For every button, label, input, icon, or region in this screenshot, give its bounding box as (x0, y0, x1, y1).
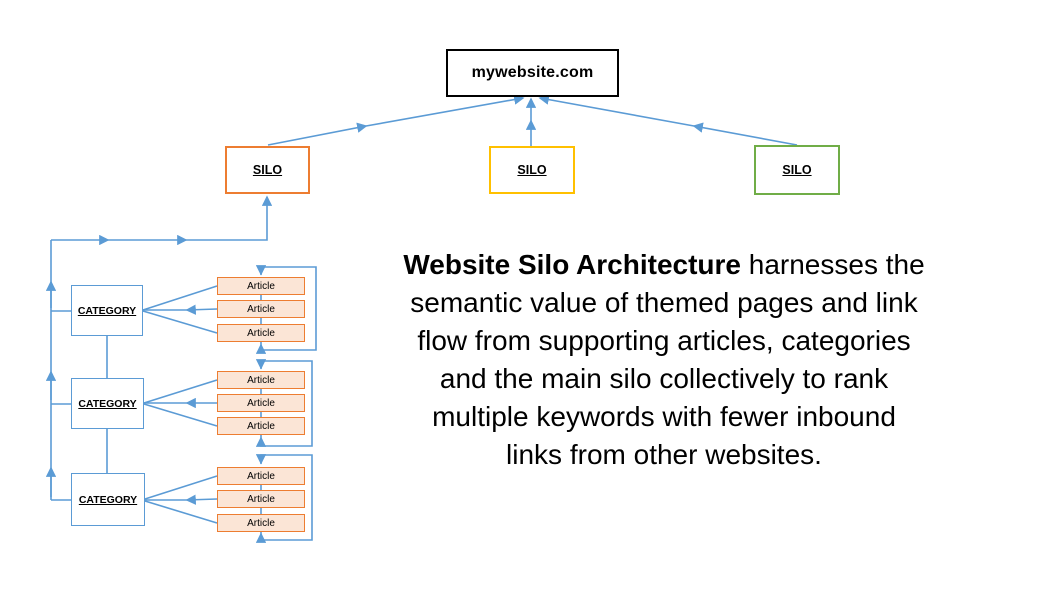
article-label: Article (247, 470, 275, 482)
article-node: Article (217, 394, 305, 412)
category-label-1: CATEGORY (77, 304, 137, 317)
silo-to-website-arrows (267, 94, 798, 146)
article-node: Article (217, 514, 305, 532)
article-node: Article (217, 371, 305, 389)
category-label-3: CATEGORY (78, 493, 138, 506)
article-node: Article (217, 467, 305, 485)
article-label: Article (247, 397, 275, 409)
silo-label-3: SILO (782, 163, 812, 177)
description-line: multiple keywords with fewer inbound (432, 401, 896, 432)
article-label: Article (247, 374, 275, 386)
description-line: and the main silo collectively to rank (439, 363, 889, 394)
category-node-2: CATEGORY (71, 378, 144, 429)
description-line: Website Silo Architecture harnesses the (403, 249, 925, 280)
description-text: Website Silo Architecture harnesses the … (384, 246, 944, 474)
silo-label-2: SILO (517, 163, 547, 177)
article-node: Article (217, 490, 305, 508)
website-label: mywebsite.com (471, 64, 594, 81)
silo-node-1: SILO (225, 146, 310, 194)
article-label: Article (247, 280, 275, 292)
article-loop-links (255, 265, 317, 543)
description-line: semantic value of themed pages and link (410, 287, 918, 318)
description-bold-phrase: Website Silo Architecture (403, 249, 741, 280)
article-to-category-arrows (142, 285, 218, 524)
category-node-1: CATEGORY (71, 285, 143, 336)
article-node: Article (217, 277, 305, 295)
article-node: Article (217, 300, 305, 318)
silo-node-3: SILO (754, 145, 840, 195)
silo-label-1: SILO (252, 163, 283, 177)
category-rail-to-silo (45, 195, 273, 501)
article-label: Article (247, 303, 275, 315)
article-node: Article (217, 417, 305, 435)
article-label: Article (247, 493, 275, 505)
article-label: Article (247, 327, 275, 339)
website-node: mywebsite.com (446, 49, 619, 97)
silo-node-2: SILO (489, 146, 575, 194)
category-label-2: CATEGORY (78, 397, 137, 410)
article-label: Article (247, 420, 275, 432)
article-label: Article (247, 517, 275, 529)
category-node-3: CATEGORY (71, 473, 145, 526)
description-line: links from other websites. (506, 439, 822, 470)
article-node: Article (217, 324, 305, 342)
description-line: flow from supporting articles, categorie… (417, 325, 911, 356)
